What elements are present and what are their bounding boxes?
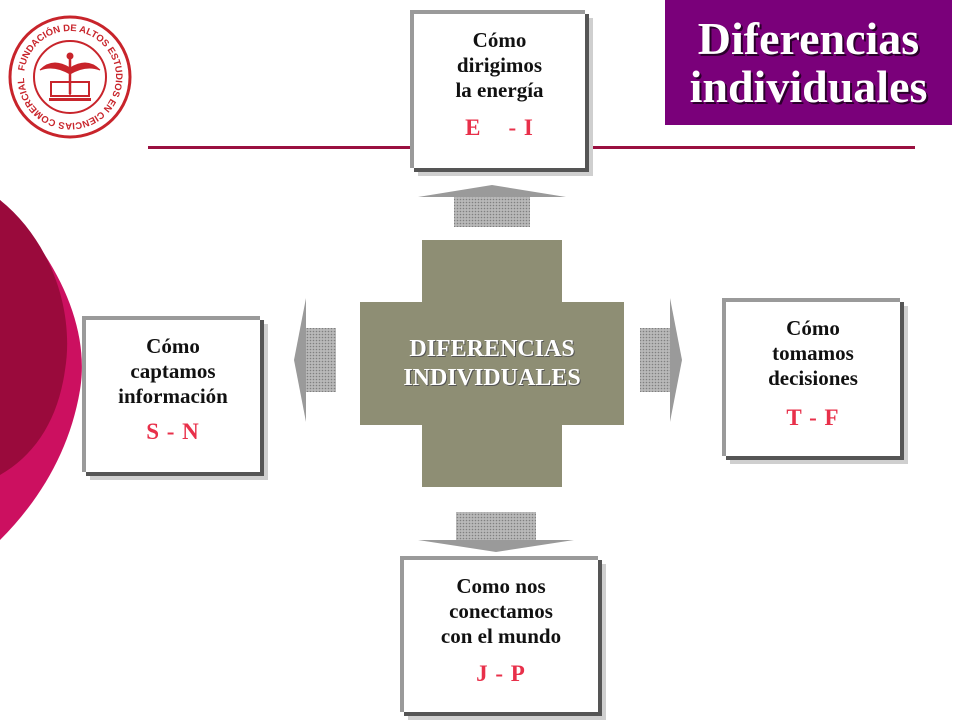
node-right-line: decisiones <box>768 366 858 390</box>
node-right: Cómo tomamos decisiones T - F <box>722 298 900 456</box>
arrow-up-icon <box>418 185 566 227</box>
slide-title-line1: Diferencias <box>697 12 920 64</box>
node-left: Cómo captamos información S - N <box>82 316 260 472</box>
node-top-code: E - I <box>465 115 534 140</box>
node-bottom-line: Como nos <box>456 574 546 598</box>
rule-left <box>148 146 410 149</box>
node-right-line: Cómo <box>786 316 840 340</box>
decoration-dark-shape <box>0 200 68 475</box>
node-bottom: Como nos conectamos con el mundo J - P <box>400 556 598 712</box>
node-left-line: información <box>118 384 228 408</box>
arrow-left-icon <box>294 298 336 422</box>
node-top-line: dirigimos <box>456 53 543 77</box>
logo-emblem-icon <box>39 52 101 101</box>
foundation-logo: FUNDACIÓN DE ALTOS ESTUDIOS EN CIENCIAS … <box>2 4 132 139</box>
slide-title-line2: individuales <box>689 60 928 112</box>
rule-right <box>585 146 915 149</box>
node-bottom-line: conectamos <box>449 599 553 623</box>
center-label-line1: DIFERENCIAS <box>409 336 575 362</box>
node-top-line: la energía <box>455 78 544 102</box>
node-left-line: captamos <box>130 359 216 383</box>
center-label-line2: INDIVIDUALES <box>403 365 581 391</box>
node-left-code: S - N <box>146 419 200 444</box>
arrow-right-icon <box>640 298 682 422</box>
node-right-line: tomamos <box>772 341 854 365</box>
slide-title: Diferencias individuales <box>665 0 952 125</box>
node-right-code: T - F <box>786 405 840 430</box>
center-label: DIFERENCIAS INDIVIDUALES <box>360 335 624 393</box>
node-bottom-code: J - P <box>476 661 526 686</box>
node-left-line: Cómo <box>146 334 200 358</box>
node-top: Cómo dirigimos la energía E - I <box>410 10 585 168</box>
node-top-line: Cómo <box>472 28 527 52</box>
arrow-down-icon <box>418 512 574 552</box>
node-bottom-line: con el mundo <box>440 624 562 648</box>
